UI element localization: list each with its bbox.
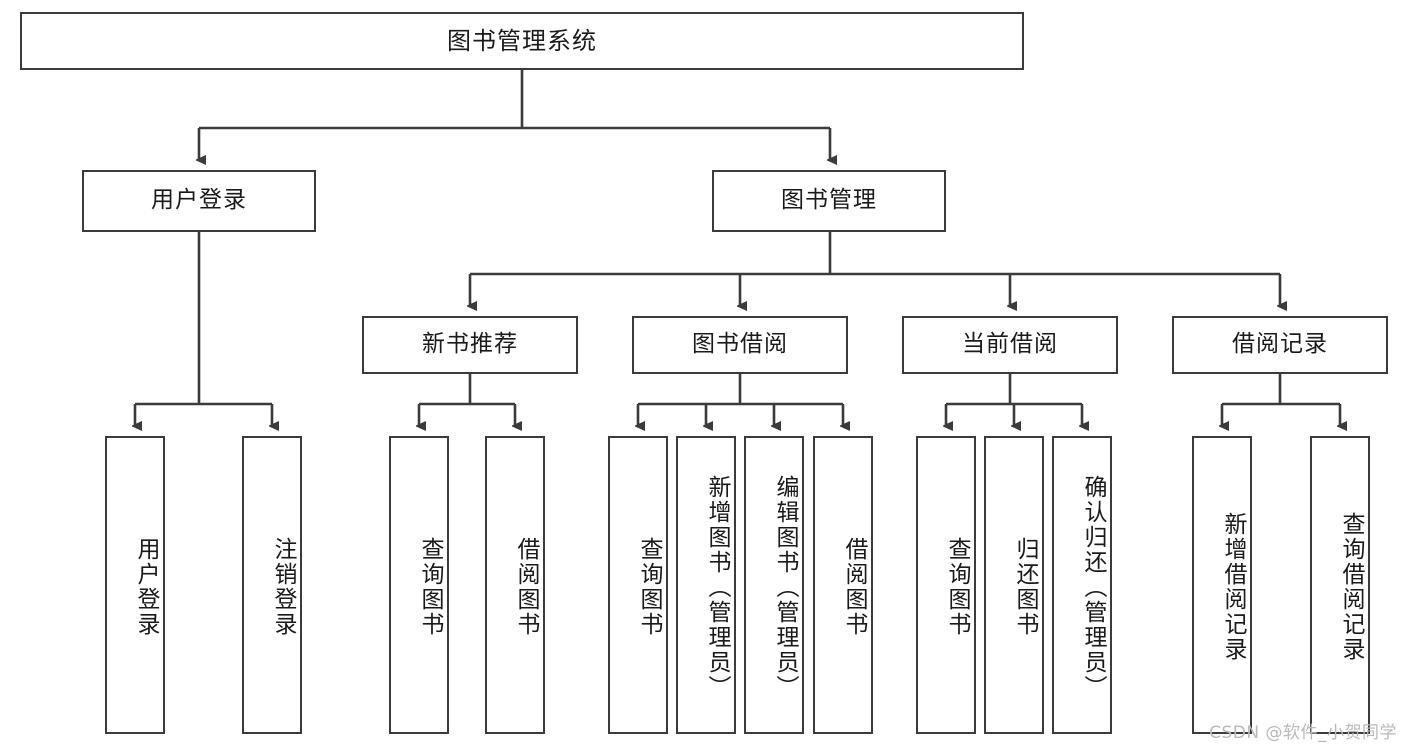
leaf-add-book-admin-label: 新增图书（管理员） (704, 474, 730, 700)
leaf-query-book-new[interactable]: 查询图书 (389, 436, 449, 734)
node-root[interactable]: 图书管理系统 (20, 12, 1024, 70)
leaf-query-book-borrow[interactable]: 查询图书 (608, 436, 668, 734)
leaf-query-borrow-record[interactable]: 查询借阅记录 (1310, 436, 1370, 734)
leaf-return-book-label: 归还图书 (1012, 537, 1038, 637)
leaf-add-borrow-record-label: 新增借阅记录 (1220, 512, 1246, 662)
leaf-edit-book-admin-label: 编辑图书（管理员） (772, 474, 798, 700)
node-user-login[interactable]: 用户登录 (82, 170, 316, 232)
leaf-borrow-book[interactable]: 借阅图书 (813, 436, 873, 734)
node-book-management[interactable]: 图书管理 (712, 170, 946, 232)
csdn-watermark: CSDN @软件_小贺同学 (1209, 723, 1397, 743)
node-new-book-recommend-label: 新书推荐 (422, 331, 518, 358)
node-current-borrow-label: 当前借阅 (962, 331, 1058, 358)
leaf-query-book-current-label: 查询图书 (944, 537, 970, 637)
node-book-borrow-label: 图书借阅 (692, 331, 788, 358)
node-borrow-record[interactable]: 借阅记录 (1172, 316, 1388, 374)
leaf-query-book-new-label: 查询图书 (417, 537, 443, 637)
leaf-logout-label: 注销登录 (270, 537, 296, 637)
node-book-management-label: 图书管理 (781, 187, 877, 214)
node-root-label: 图书管理系统 (447, 26, 597, 55)
leaf-query-borrow-record-label: 查询借阅记录 (1338, 512, 1364, 662)
leaf-confirm-return-admin-label: 确认归还（管理员） (1080, 474, 1106, 700)
leaf-add-book-admin[interactable]: 新增图书（管理员） (676, 436, 736, 734)
leaf-borrow-book-new-label: 借阅图书 (513, 537, 539, 637)
node-current-borrow[interactable]: 当前借阅 (902, 316, 1118, 374)
node-new-book-recommend[interactable]: 新书推荐 (362, 316, 578, 374)
leaf-query-book-borrow-label: 查询图书 (636, 537, 662, 637)
leaf-borrow-book-label: 借阅图书 (841, 537, 867, 637)
leaf-query-book-current[interactable]: 查询图书 (916, 436, 976, 734)
leaf-edit-book-admin[interactable]: 编辑图书（管理员） (744, 436, 804, 734)
leaf-borrow-book-new[interactable]: 借阅图书 (485, 436, 545, 734)
leaf-user-login[interactable]: 用户登录 (105, 436, 165, 734)
leaf-user-login-label: 用户登录 (133, 537, 159, 637)
node-user-login-label: 用户登录 (151, 187, 247, 214)
leaf-return-book[interactable]: 归还图书 (984, 436, 1044, 734)
leaf-confirm-return-admin[interactable]: 确认归还（管理员） (1052, 436, 1112, 734)
leaf-add-borrow-record[interactable]: 新增借阅记录 (1192, 436, 1252, 734)
node-book-borrow[interactable]: 图书借阅 (632, 316, 848, 374)
leaf-logout[interactable]: 注销登录 (242, 436, 302, 734)
node-borrow-record-label: 借阅记录 (1232, 331, 1328, 358)
